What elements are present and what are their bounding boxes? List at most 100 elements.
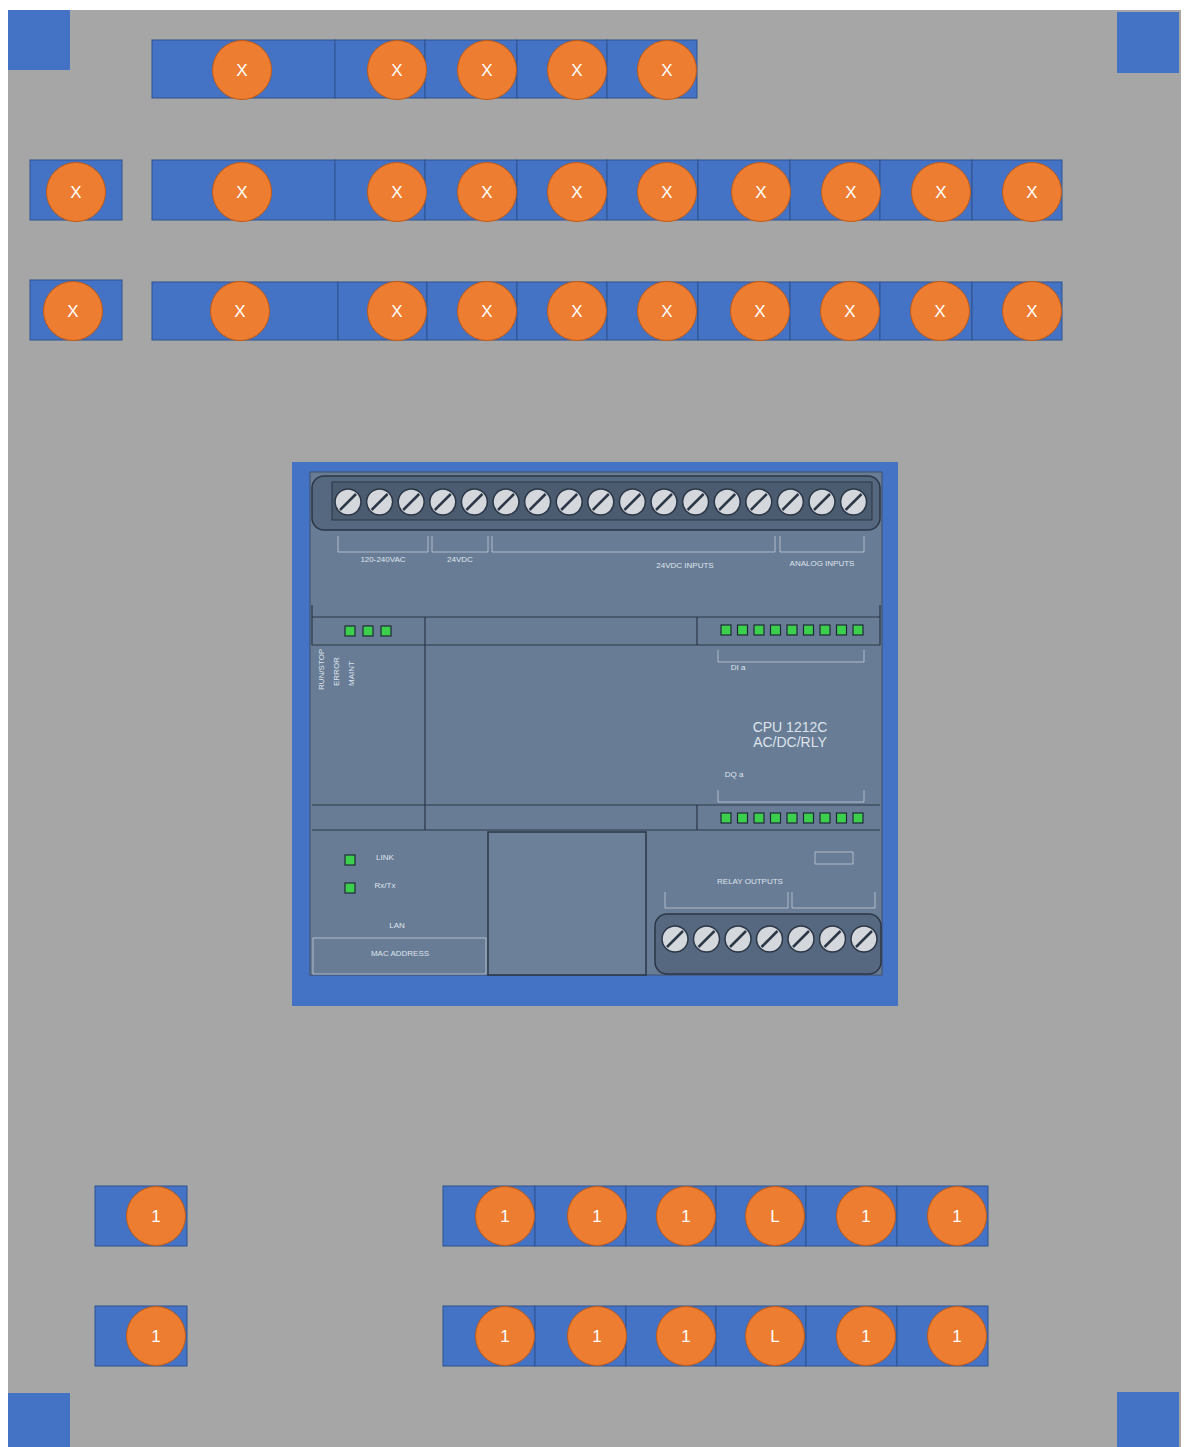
- terminal-marker: X: [637, 281, 697, 341]
- terminal-screw: [340, 494, 356, 510]
- terminal-label: X: [754, 303, 765, 320]
- status-led: [820, 813, 830, 823]
- plc-marking-text: MAC ADDRESS: [316, 950, 484, 959]
- plc-divider: [312, 644, 880, 645]
- status-led: [721, 625, 731, 635]
- back-panel: [8, 10, 1181, 1447]
- terminal-marker: X: [547, 281, 607, 341]
- terminal-block: [427, 282, 517, 340]
- plc-marking: [338, 536, 864, 552]
- terminal-label: X: [481, 184, 492, 201]
- terminal-marker: X: [212, 40, 272, 100]
- terminal-screw: [556, 489, 582, 515]
- terminal-marker: X: [821, 162, 881, 222]
- plc-marking: [718, 790, 864, 802]
- plc-divider: [312, 605, 880, 830]
- terminal-marker: X: [367, 162, 427, 222]
- terminal-marker: X: [210, 281, 270, 341]
- terminal-block: [338, 282, 427, 340]
- terminal-marker: X: [1002, 281, 1062, 341]
- plc-body: [292, 462, 898, 1006]
- terminal-screw: [730, 931, 746, 947]
- terminal-screw: [751, 494, 767, 510]
- plc-marking-text: DQ a: [714, 771, 754, 780]
- terminal-screw: [588, 489, 614, 515]
- status-led: [754, 625, 764, 635]
- status-led: [381, 626, 391, 636]
- terminal-marker: X: [457, 40, 517, 100]
- terminal-label: X: [844, 303, 855, 320]
- status-led: [345, 625, 863, 893]
- terminal-screw: [624, 494, 640, 510]
- plc-divider: [312, 829, 880, 830]
- terminal-marker: X: [910, 281, 970, 341]
- terminal-marker: X: [457, 281, 517, 341]
- terminal-marker: 1: [836, 1186, 896, 1246]
- terminal-label: X: [70, 184, 81, 201]
- terminal-label: X: [571, 184, 582, 201]
- terminal-label: 1: [592, 1328, 601, 1345]
- status-led: [345, 855, 355, 865]
- terminal-screw: [466, 494, 482, 510]
- terminal-block: [517, 282, 607, 340]
- plc-body: [292, 462, 898, 1006]
- plc-divider: [311, 605, 312, 645]
- plc-marking-text: 24VDC: [432, 556, 488, 565]
- terminal-screw: [651, 489, 677, 515]
- terminal-screw: [694, 926, 720, 952]
- terminal-block: [897, 1306, 988, 1366]
- status-led: [738, 625, 748, 635]
- terminal-marker: X: [637, 40, 697, 100]
- terminal-screw: [714, 489, 740, 515]
- terminal-screw: [825, 931, 841, 947]
- status-led: [820, 625, 830, 635]
- terminal-screw: [662, 926, 688, 952]
- terminal-screw: [561, 494, 577, 510]
- terminal-block: [95, 1306, 187, 1366]
- terminal-screw: [782, 494, 798, 510]
- terminal-screw: [820, 926, 846, 952]
- plc-divider: [312, 616, 880, 617]
- terminal-block: [30, 40, 1062, 1366]
- mounting-hole: [1117, 1392, 1179, 1447]
- mounting-hole: [1117, 12, 1179, 73]
- terminal-block: [95, 1186, 187, 1246]
- status-led: [721, 813, 731, 823]
- plc-divider: [424, 617, 425, 830]
- plc-marking: [338, 536, 875, 908]
- terminal-screw: [493, 489, 519, 515]
- terminal-label: X: [1026, 184, 1037, 201]
- terminal-screw: [667, 931, 683, 947]
- terminal-screw: [525, 489, 551, 515]
- plc-marking-text: 120-240VAC: [338, 556, 428, 565]
- terminal-block: [626, 1306, 716, 1366]
- terminal-block: [698, 282, 790, 340]
- model-name: CPU 1212C AC/DC/RLY: [735, 720, 845, 751]
- terminal-label: X: [391, 184, 402, 201]
- terminal-marker: X: [367, 40, 427, 100]
- terminal-label: X: [1026, 303, 1037, 320]
- plc-marking-text: RELAY OUTPUTS: [690, 878, 810, 887]
- mounting-hole: [8, 10, 70, 70]
- terminal-screw: [435, 494, 451, 510]
- plc-marking-text: DI a: [718, 664, 758, 673]
- status-led: [804, 813, 814, 823]
- terminal-marker: X: [731, 162, 791, 222]
- terminal-marker: X: [457, 162, 517, 222]
- terminal-screw: [762, 931, 778, 947]
- status-led: [754, 813, 764, 823]
- plc-marking-text: LAN: [372, 922, 422, 931]
- plc-body: [312, 476, 880, 530]
- terminal-screw: [699, 931, 715, 947]
- terminal-marker: 1: [656, 1306, 716, 1366]
- terminal-label: X: [661, 62, 672, 79]
- terminal-marker: 1: [475, 1186, 535, 1246]
- terminal-label: 1: [681, 1208, 690, 1225]
- terminal-marker: X: [43, 281, 103, 341]
- status-led: [787, 625, 797, 635]
- terminal-block: [897, 1186, 988, 1246]
- status-led: [853, 813, 863, 823]
- plc-marking-text: 24VDC INPUTS: [600, 562, 770, 571]
- terminal-block: [535, 1186, 626, 1246]
- plc-marking: [665, 892, 875, 908]
